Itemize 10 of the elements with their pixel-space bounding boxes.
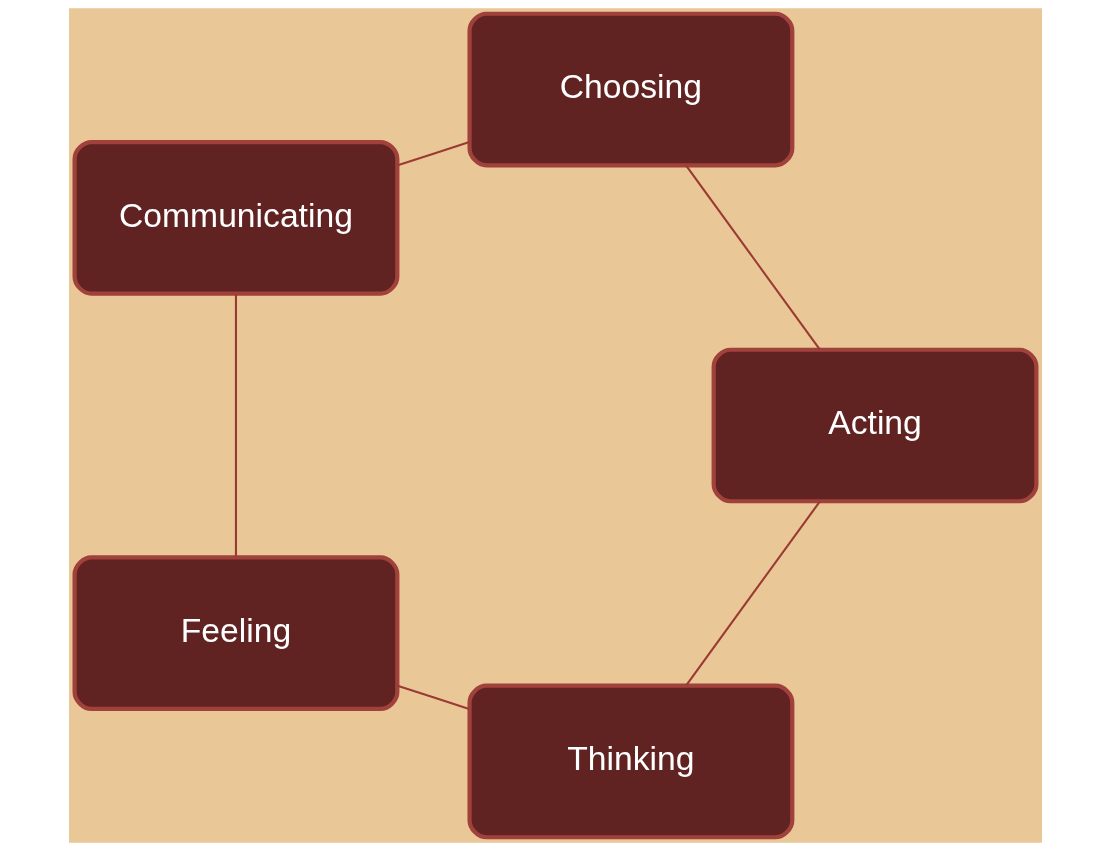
connector: [234, 293, 237, 557]
node-box: Thinking: [466, 683, 794, 840]
node-box: Communicating: [72, 140, 399, 296]
connector: [396, 141, 470, 167]
node-box: Acting: [711, 347, 1038, 504]
connector: [684, 164, 821, 350]
connector: [396, 684, 469, 710]
node-box: Choosing: [466, 11, 794, 168]
connector: [684, 500, 821, 686]
node-box: Feeling: [72, 555, 399, 711]
